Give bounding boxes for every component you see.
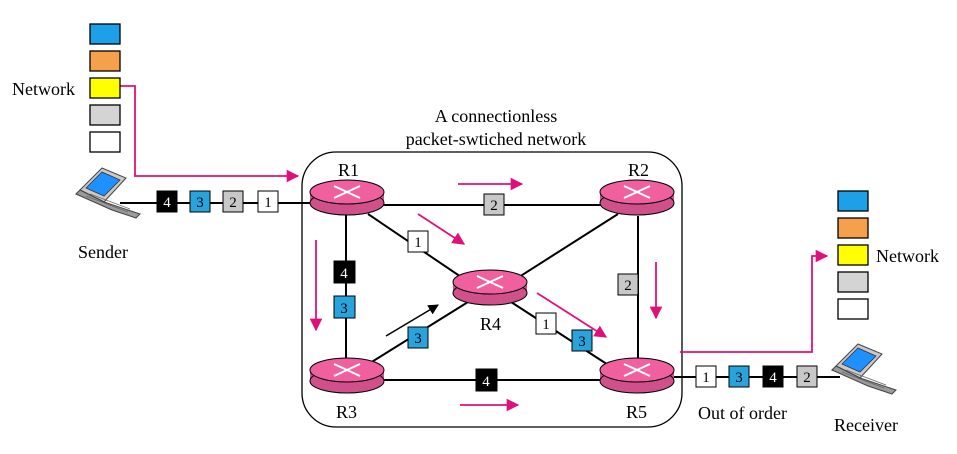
packet-1-label: 1 <box>702 370 710 386</box>
packet-4: 4 <box>762 365 784 388</box>
packet-4: 4 <box>333 260 356 284</box>
stack-layer-orange <box>837 217 869 239</box>
packet-1: 1 <box>535 312 557 335</box>
network-right-label: Network <box>876 246 939 266</box>
network-boundary <box>301 151 683 428</box>
packet-3-label: 3 <box>578 334 586 350</box>
arrow-network-to-r1 <box>120 85 300 183</box>
router-r3-label: R3 <box>336 402 357 422</box>
network-title-line2: packet-swtiched network <box>406 129 586 149</box>
router-r5 <box>599 357 675 394</box>
packet-3-label: 3 <box>414 331 422 347</box>
stack-layer-network <box>837 244 869 266</box>
packet-4-label: 4 <box>340 266 348 282</box>
sender-laptop-icon <box>75 167 141 219</box>
router-r3 <box>309 357 385 394</box>
packet-4: 4 <box>475 368 498 392</box>
packet-3-label: 3 <box>735 370 743 386</box>
packet-2-label: 2 <box>803 370 811 386</box>
flow-arrows <box>120 85 829 412</box>
packet-4-label: 4 <box>482 374 490 390</box>
packet-1: 1 <box>695 365 717 388</box>
packet-3: 3 <box>189 190 211 213</box>
arrow-r4-r5 <box>536 292 608 338</box>
arrow-r1-r4 <box>417 213 466 245</box>
stack-layer-white <box>837 298 869 320</box>
right-network-stack <box>837 190 869 320</box>
packet-2: 2 <box>617 273 639 296</box>
packet-1-label: 1 <box>264 195 272 211</box>
stack-layer-white <box>89 131 121 153</box>
sender-label: Sender <box>78 242 128 262</box>
packet-4-label: 4 <box>769 370 777 386</box>
stack-layer-network <box>89 77 121 99</box>
router-r1 <box>309 179 385 216</box>
stack-layer-blue <box>837 190 869 212</box>
stack-layer-gray <box>837 271 869 293</box>
packet-1-label: 1 <box>414 235 422 251</box>
arrow-r3-r4 <box>385 304 439 337</box>
receiver-laptop-icon <box>831 343 897 395</box>
link-r4-r5 <box>507 299 617 371</box>
packet-2-label: 2 <box>624 278 632 294</box>
packet-2: 2 <box>483 193 505 216</box>
left-network-stack <box>89 23 121 153</box>
arrow-r5-to-network <box>680 249 829 353</box>
stack-layer-gray <box>89 104 121 126</box>
packet-3: 3 <box>571 329 593 352</box>
packet-1-label: 1 <box>542 317 550 333</box>
packet-1: 1 <box>407 230 429 253</box>
network-title-line1: A connectionless <box>435 106 557 126</box>
router-r5-label: R5 <box>626 402 647 422</box>
router-r2-label: R2 <box>628 160 649 180</box>
packet-3: 3 <box>728 365 750 388</box>
network-left-label: Network <box>12 79 75 99</box>
packet-4: 4 <box>156 190 178 213</box>
stack-layer-blue <box>89 23 121 45</box>
router-r4-label: R4 <box>480 314 501 334</box>
packet-3-label: 3 <box>196 195 204 211</box>
router-r4 <box>452 269 528 306</box>
router-r2 <box>599 179 675 216</box>
packet-3: 3 <box>407 326 429 349</box>
router-r1-label: R1 <box>338 160 359 180</box>
stack-layer-orange <box>89 50 121 72</box>
packet-3-label: 3 <box>340 301 348 317</box>
link-r2-r4 <box>507 213 619 285</box>
packet-3: 3 <box>333 295 356 319</box>
out-of-order-label: Out of order <box>698 403 787 423</box>
packet-2-label: 2 <box>490 198 498 214</box>
packet-1: 1 <box>257 190 279 213</box>
receiver-label: Receiver <box>834 415 898 435</box>
packet-2-label: 2 <box>229 195 237 211</box>
packet-4-label: 4 <box>163 195 171 211</box>
packet-2: 2 <box>222 190 244 213</box>
packet-2: 2 <box>796 365 818 388</box>
